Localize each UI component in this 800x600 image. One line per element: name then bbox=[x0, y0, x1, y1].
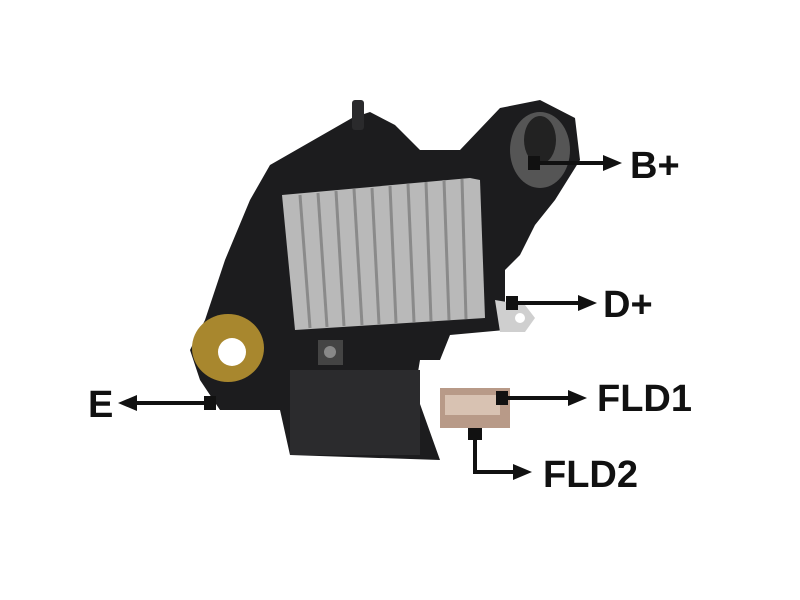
d-plus-tab bbox=[495, 300, 535, 332]
arrow-e bbox=[118, 395, 216, 411]
ground-bushing bbox=[192, 314, 264, 382]
arrows bbox=[118, 155, 622, 480]
connector-block bbox=[290, 340, 420, 455]
label-fld1: FLD1 bbox=[597, 378, 692, 420]
label-b-plus: B+ bbox=[630, 145, 680, 187]
heatsink bbox=[282, 178, 485, 330]
arrow-fld1 bbox=[496, 390, 587, 406]
label-e: E bbox=[88, 384, 114, 426]
label-d-plus: D+ bbox=[603, 284, 653, 326]
arrow-d-plus bbox=[506, 295, 597, 311]
top-pin bbox=[352, 100, 364, 130]
arrow-fld2 bbox=[468, 428, 532, 480]
label-fld2: FLD2 bbox=[543, 454, 638, 496]
arrow-b-plus bbox=[528, 155, 622, 171]
